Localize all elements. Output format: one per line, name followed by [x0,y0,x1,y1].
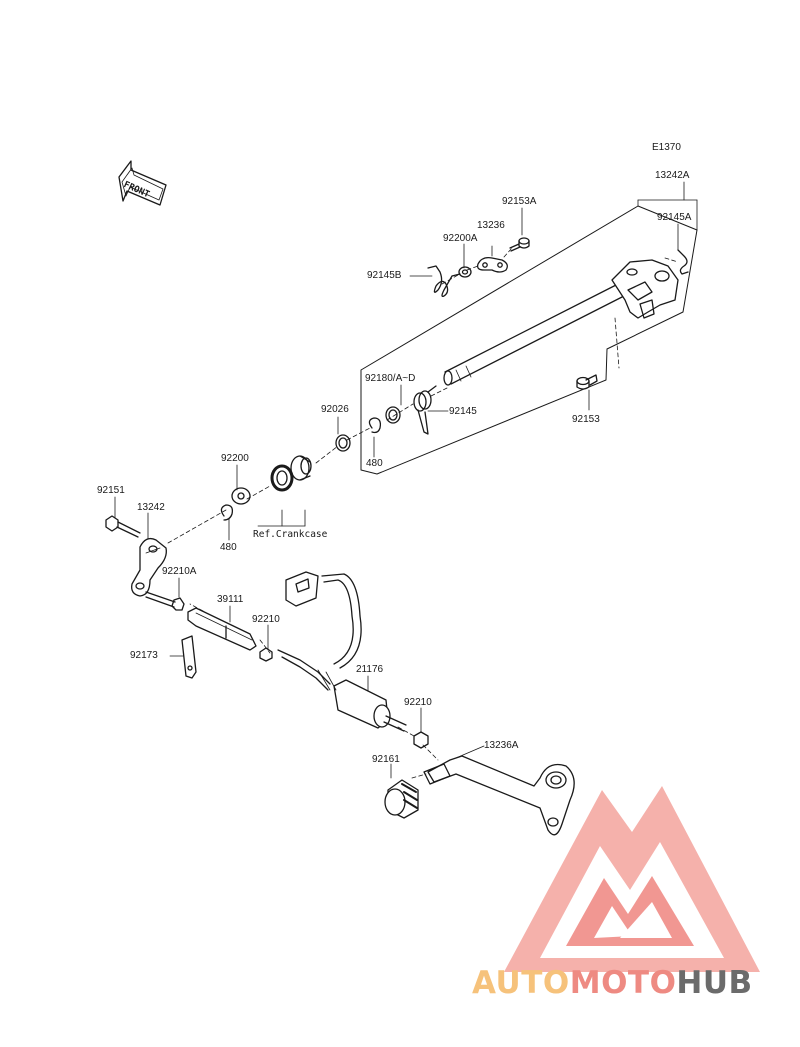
part-label-480-upper: 480 [366,458,383,469]
nut-92210-lower [413,731,429,749]
tie-rod-39111 [187,607,257,651]
part-label-92145A: 92145A [657,212,692,223]
bolt-92153 [576,374,598,390]
bolt-92153A [509,237,530,252]
leader-lines [114,181,698,779]
washer-92180 [385,406,401,424]
bolt-92210A [145,591,185,611]
watermark-text: AUTOMOTOHUB [472,966,753,1000]
rubber-92161 [384,779,419,819]
part-label-92153A: 92153A [502,196,537,207]
oil-seal [270,464,294,492]
part-label-92210A: 92210A [162,566,197,577]
ref-crankcase-label: Ref.Crankcase [253,529,328,540]
part-label-92145B: 92145B [367,270,402,281]
part-label-13242: 13242 [137,502,165,513]
part-label-92161: 92161 [372,754,400,765]
part-label-39111: 39111 [217,594,244,605]
washer-92200 [231,487,251,505]
circlip-480-lower [220,504,234,521]
nut-92210-middle [259,647,273,662]
bolt-92151 [105,515,141,538]
needle-bearing [290,455,312,481]
watermark-auto: AUTO [472,965,570,1001]
watermark-logo [504,786,760,972]
shift-pedal-13236A [423,755,575,836]
part-label-21176: 21176 [356,664,384,675]
front-arrow-icon [118,160,167,206]
link-plate-13236 [476,256,508,273]
diagram-code: E1370 [652,142,681,153]
shift-sensor-21176 [277,571,407,732]
circlip-480-upper [368,417,382,434]
subassembly-outline [360,205,698,475]
part-label-13236A: 13236A [484,740,519,751]
part-label-13236: 13236 [477,220,505,231]
part-label-480-lower: 480 [220,542,237,553]
part-label-13242A: 13242A [655,170,690,181]
part-label-92153: 92153 [572,414,600,425]
washer-92200A [458,266,472,278]
part-label-92180: 92180/A~D [365,373,416,384]
part-label-92210-lower: 92210 [404,697,432,708]
washer-92026 [335,434,351,452]
part-label-92200A: 92200A [443,233,478,244]
watermark-hub: HUB [676,965,753,1001]
part-label-92026: 92026 [321,404,349,415]
shift-arm-13242 [131,537,167,597]
spring-92145B [427,265,461,298]
watermark-moto: MOTO [569,965,677,1001]
part-label-92200: 92200 [221,453,249,464]
part-label-92151: 92151 [97,485,125,496]
part-label-92210-middle: 92210 [252,614,280,625]
clamp-92173 [181,635,197,679]
part-label-92173: 92173 [130,650,158,661]
part-label-92145: 92145 [449,406,477,417]
shift-shaft [443,259,679,386]
spring-92145 [413,385,437,435]
spring-92145A [677,249,689,275]
